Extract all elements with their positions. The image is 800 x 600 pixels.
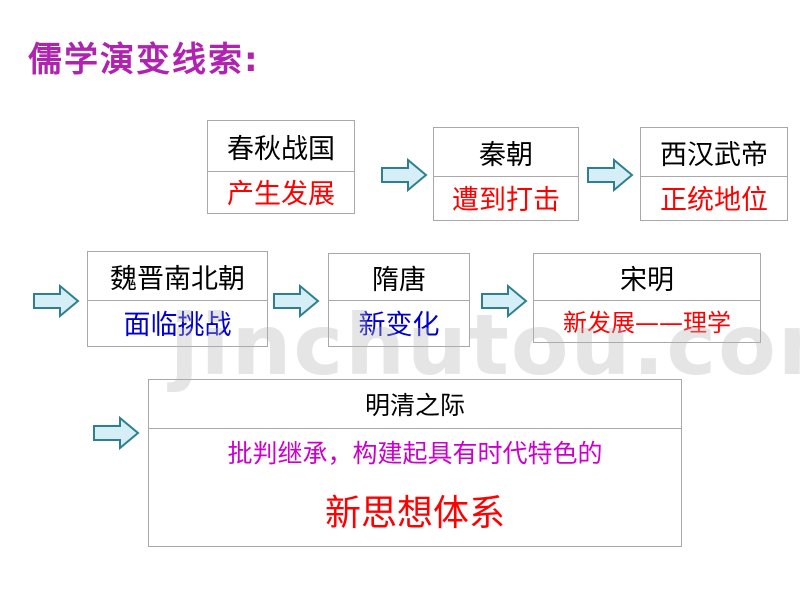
- stage-box-ming-qing: 明清之际 批判继承，构建起具有时代特色的 新思想体系: [148, 379, 682, 547]
- stage-desc: 正统地位: [660, 184, 768, 216]
- slide-title: 儒学演变线索:: [28, 40, 260, 80]
- stage-name: 魏晋南北朝: [88, 252, 267, 301]
- stage-desc: 产生发展: [227, 178, 335, 210]
- stage-name: 西汉武帝: [641, 128, 787, 177]
- stage-box-song-ming: 宋明 新发展——理学: [533, 253, 761, 343]
- stage-desc-line1: 批判继承，构建起具有时代特色的: [227, 439, 603, 468]
- stage-desc: 遭到打击: [452, 184, 560, 216]
- stage-box-sui-tang: 隋唐 新变化: [328, 253, 470, 347]
- stage-name: 春秋战国: [208, 121, 354, 172]
- stage-name: 宋明: [534, 254, 760, 301]
- arrow-right-icon: [273, 284, 320, 318]
- arrow-right-icon: [93, 416, 140, 450]
- stage-desc-line2: 新思想体系: [324, 493, 505, 534]
- stage-name: 明清之际: [149, 380, 681, 429]
- arrow-right-icon: [587, 158, 634, 192]
- arrow-right-icon: [481, 284, 528, 318]
- stage-name: 秦朝: [434, 128, 578, 177]
- stage-desc: 面临挑战: [123, 309, 232, 341]
- stage-box-qin: 秦朝 遭到打击: [433, 127, 579, 221]
- arrow-right-icon: [381, 158, 428, 192]
- stage-desc: 新发展——理学: [563, 308, 731, 337]
- stage-name: 隋唐: [329, 254, 469, 301]
- stage-desc: 新变化: [358, 309, 440, 341]
- stage-box-wei-jin: 魏晋南北朝 面临挑战: [87, 251, 268, 347]
- stage-box-western-han: 西汉武帝 正统地位: [640, 127, 788, 221]
- stage-box-spring-autumn: 春秋战国 产生发展: [207, 120, 355, 214]
- arrow-right-icon: [33, 284, 80, 318]
